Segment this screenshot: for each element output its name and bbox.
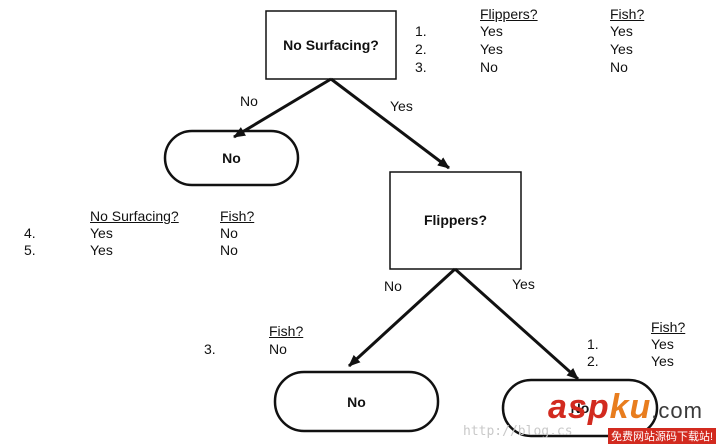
table-left-row-5-fish: No [220,242,238,258]
table-left-header-surfacing: No Surfacing? [90,208,179,224]
table-root-row-1-flippers: Yes [480,23,503,39]
edge-root-to-left-leaf [233,77,332,139]
flippers-node-box [389,171,522,270]
left-leaf-node-box [163,129,300,187]
bottom-right-leaf-node-box [501,378,659,438]
table-bottom-left-row-3-index: 3. [204,341,216,357]
table-left-row-4-index: 4. [24,225,36,241]
table-bottom-left-header-fish: Fish? [269,323,304,339]
table-root-row-1-index: 1. [415,23,427,39]
edge-root-to-flippers [330,77,450,170]
bottom-right-leaf-label: No [570,400,590,416]
table-root-header-flippers: Flippers? [480,6,538,22]
table-left-row-4-fish: No [220,225,238,241]
table-bottom-right-row-1-fish: Yes [651,336,674,352]
table-root-row-1-fish: Yes [610,23,633,39]
table-bottom-left-row-3-fish: No [269,341,287,357]
table-root-row-3-index: 3. [415,59,427,75]
table-bottom-right-row-1-index: 1. [587,336,599,352]
table-root-row-3-flippers: No [480,59,498,75]
flippers-node-label: Flippers? [423,212,487,228]
table-root-row-2-flippers: Yes [480,41,503,57]
edge-label-flippers-yes: Yes [512,276,535,292]
table-root-row-2-index: 2. [415,41,427,57]
table-root-row-2-fish: Yes [610,41,633,57]
edge-label-root-no: No [240,93,258,109]
edge-flippers-to-bottom-left [347,267,457,368]
table-left-row-5-index: 5. [24,242,36,258]
watermark-logo: aspku.com [548,388,703,427]
table-root-header-fish: Fish? [610,6,645,22]
watermark-ku: ku [609,388,652,426]
table-left-row-4-surfacing: Yes [90,225,113,241]
left-leaf-label: No [222,150,241,166]
root-node-label: No Surfacing? [283,37,379,53]
table-bottom-right-row-2-index: 2. [587,353,599,369]
bottom-left-leaf-label: No [347,394,366,410]
table-root-row-3-fish: No [610,59,628,75]
table-left-header-fish: Fish? [220,208,255,224]
table-bottom-right-row-2-fish: Yes [651,353,674,369]
watermark-url: http://blog.cs [463,424,573,439]
table-bottom-right-header-fish: Fish? [651,319,686,335]
bottom-left-leaf-node-box [273,370,440,433]
watermark-tagline: 免费网站源码下载站! [608,428,717,444]
table-left-row-5-surfacing: Yes [90,242,113,258]
root-node-box [265,10,397,80]
edge-flippers-to-bottom-right [454,267,579,381]
watermark-asp: asp [548,388,610,426]
edge-label-root-yes: Yes [390,98,413,114]
watermark-com: .com [651,398,703,423]
edge-label-flippers-no: No [384,278,402,294]
